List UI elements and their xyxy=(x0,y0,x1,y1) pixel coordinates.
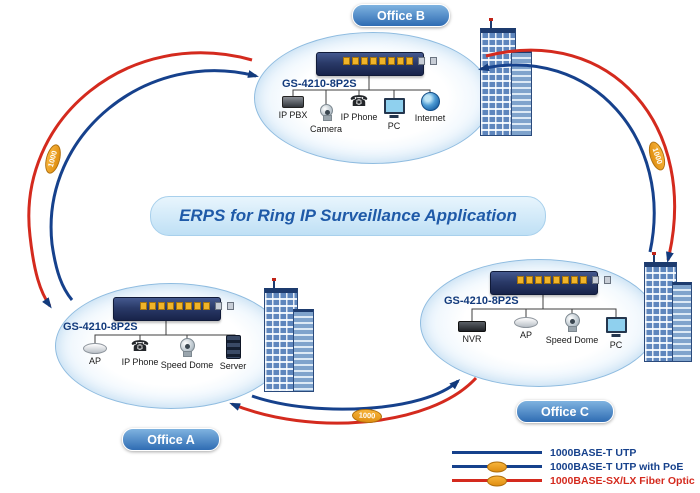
link-speed-badge: 1000 xyxy=(645,139,669,173)
fiber-line-icon xyxy=(452,475,542,486)
poe-badge-icon xyxy=(487,461,507,472)
device-pc: PC xyxy=(366,98,422,131)
office-c-cluster: GS-4210-8P2S NVR AP Speed Dome PC xyxy=(420,259,658,387)
ip-phone-icon xyxy=(131,339,150,355)
legend-item-fiber: 1000BASE-SX/LX Fiber Optic xyxy=(452,474,695,487)
office-c-pill: Office C xyxy=(516,400,614,423)
legend-item-utp: 1000BASE-T UTP xyxy=(452,446,695,459)
office-c-cabling xyxy=(471,293,617,321)
device-pc: PC xyxy=(588,317,644,350)
device-label: IP PBX xyxy=(278,110,308,120)
speed-dome-icon xyxy=(179,338,195,357)
office-c-switch xyxy=(490,271,611,295)
switch-ports xyxy=(140,302,234,310)
office-b-cluster: GS-4210-8P2S IP PBX Camera IP Phone PC I… xyxy=(254,32,492,164)
device-speed-dome: Speed Dome xyxy=(544,313,600,345)
legend-label: 1000BASE-T UTP with PoE xyxy=(550,460,684,473)
link-speed-badge: 1000 xyxy=(351,408,383,424)
switch-ports xyxy=(517,276,611,284)
office-c-building xyxy=(642,252,692,362)
ap-icon xyxy=(514,317,538,328)
device-label: Camera xyxy=(309,124,342,134)
office-b-building xyxy=(478,18,532,136)
device-internet: Internet xyxy=(402,92,458,123)
building-tower xyxy=(264,288,299,392)
office-a-pill: Office A xyxy=(122,428,220,451)
office-a-switch xyxy=(113,297,234,321)
legend: 1000BASE-T UTP 1000BASE-T UTP with PoE 1… xyxy=(452,446,695,488)
fiber-badge-icon xyxy=(487,475,507,486)
device-label: AP xyxy=(88,356,101,366)
legend-item-utp-poe: 1000BASE-T UTP with PoE xyxy=(452,460,695,473)
diagram-title: ERPS for Ring IP Surveillance Applicatio… xyxy=(150,196,546,236)
switch-model-label: GS-4210-8P2S xyxy=(444,295,519,307)
legend-label: 1000BASE-T UTP xyxy=(550,446,637,459)
antenna-icon xyxy=(272,278,277,293)
building-side-tower xyxy=(510,49,532,136)
switch-model-label: GS-4210-8P2S xyxy=(282,78,357,90)
office-b-pill: Office B xyxy=(352,4,450,27)
link-speed-badge: 1000 xyxy=(42,142,64,176)
device-label: AP xyxy=(519,330,532,340)
switch-ports xyxy=(343,57,437,65)
device-label: IP Phone xyxy=(340,112,378,122)
building-side-tower xyxy=(672,282,692,362)
device-ip-phone: IP Phone xyxy=(112,339,168,367)
device-label: Speed Dome xyxy=(545,335,599,345)
office-a-cluster: GS-4210-8P2S AP IP Phone Speed Dome Serv… xyxy=(55,283,287,409)
device-ip-phone: IP Phone xyxy=(331,94,387,122)
device-label: Speed Dome xyxy=(160,360,214,370)
server-icon xyxy=(225,335,241,359)
utp-link-left xyxy=(49,69,259,301)
device-ap: AP xyxy=(498,317,554,340)
ap-icon xyxy=(83,343,107,354)
utp-poe-line-icon xyxy=(452,461,542,472)
pc-icon xyxy=(383,98,405,114)
device-label: IP Phone xyxy=(121,357,159,367)
device-ip-pbx: IP PBX xyxy=(265,96,321,120)
device-server: Server xyxy=(205,335,261,371)
speed-dome-icon xyxy=(564,313,580,332)
fiber-link-left xyxy=(27,51,253,309)
antenna-icon xyxy=(488,18,493,33)
nvr-icon xyxy=(458,321,486,332)
device-label: PC xyxy=(387,121,401,131)
camera-icon xyxy=(319,104,333,121)
device-ap: AP xyxy=(67,343,123,366)
device-nvr: NVR xyxy=(444,321,500,344)
device-label: NVR xyxy=(462,334,482,344)
utp-line-icon xyxy=(452,451,542,454)
legend-label: 1000BASE-SX/LX Fiber Optic xyxy=(550,474,695,487)
pc-icon xyxy=(605,317,627,333)
device-camera: Camera xyxy=(298,104,354,134)
office-a-building xyxy=(262,278,314,392)
device-label: PC xyxy=(609,340,623,350)
office-b-switch xyxy=(316,52,437,76)
switch-model-label: GS-4210-8P2S xyxy=(63,321,138,333)
globe-icon xyxy=(420,92,440,111)
device-label: Server xyxy=(219,361,247,371)
building-side-tower xyxy=(293,308,314,392)
device-label: Internet xyxy=(414,113,446,123)
device-speed-dome: Speed Dome xyxy=(159,338,215,370)
ip-pbx-icon xyxy=(282,96,304,108)
